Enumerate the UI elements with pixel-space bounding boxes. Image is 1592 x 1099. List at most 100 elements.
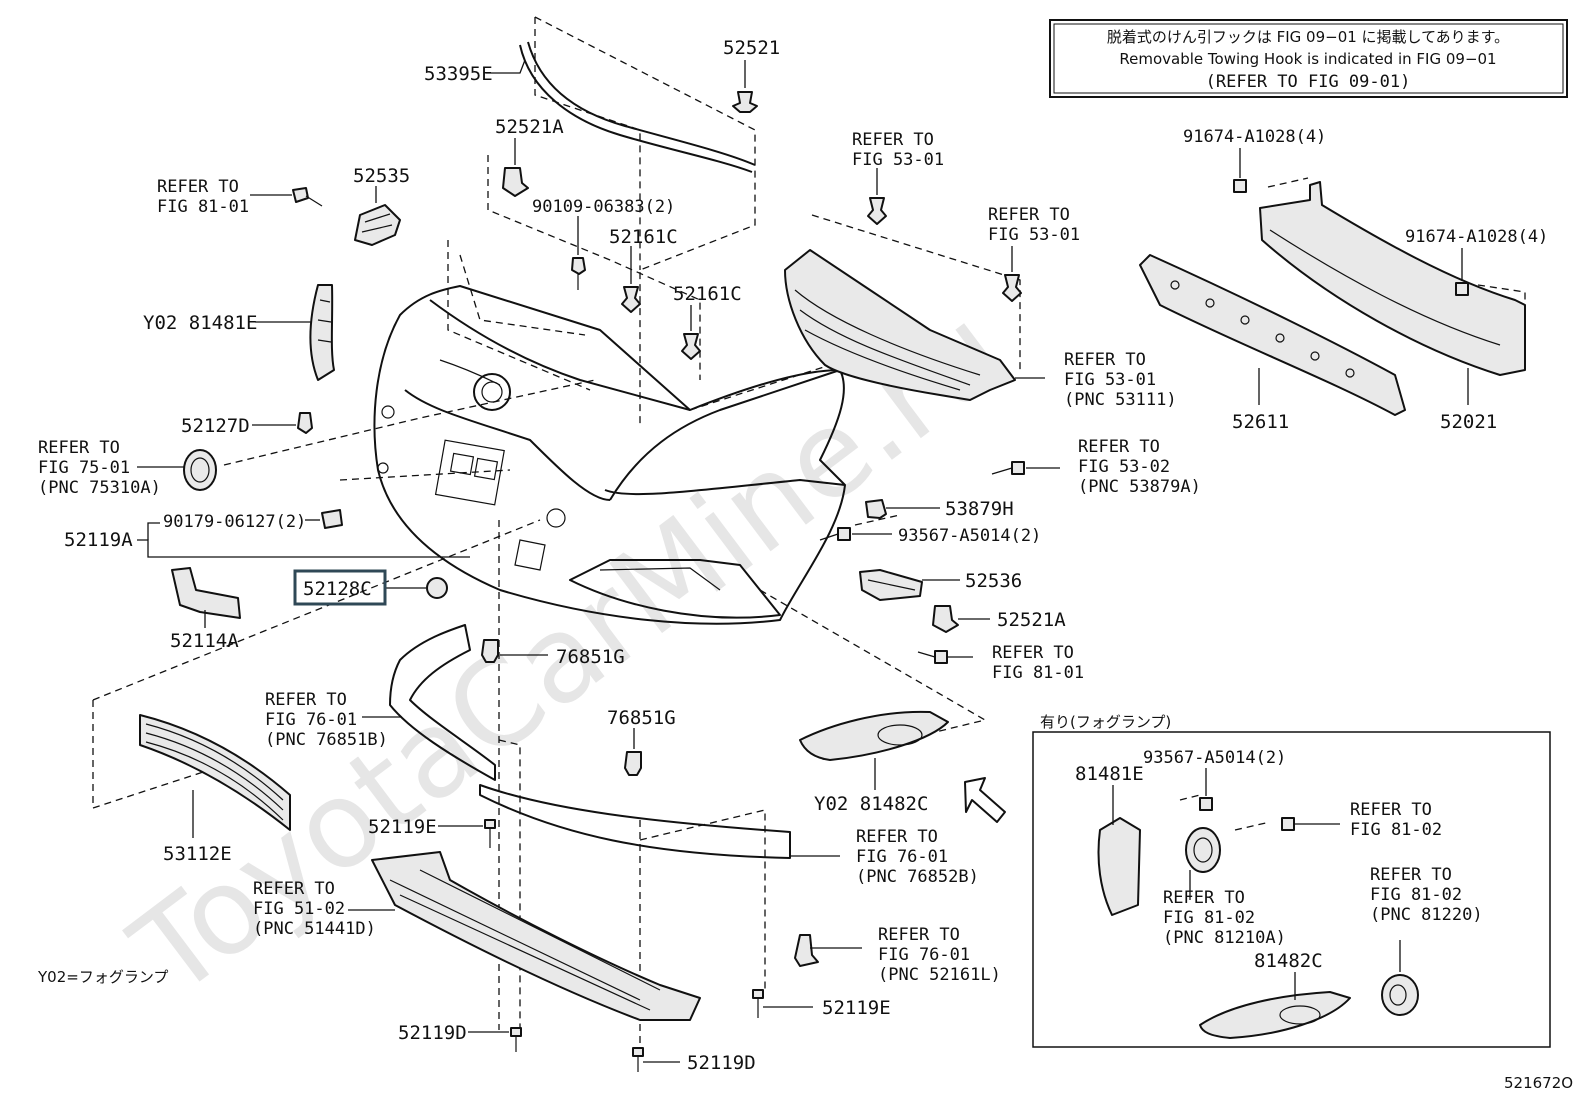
clip-53-01-b [1002,246,1022,302]
inset-part-81481E [1097,817,1141,916]
absorber-52611 [1139,254,1406,416]
notice-line-1: 脱着式のけん引フックは FIG 09−01 に掲載してあります。 [1107,28,1509,46]
front-bumper-cover [373,285,846,625]
label-52114A: 52114A [170,630,239,652]
trim-76852B [479,784,840,859]
bolt-91674-b [1455,248,1469,296]
labels: 53395E 52521 52521A 52535 90109-06383(2)… [64,37,1548,1074]
part-52535 [354,186,401,246]
clip-52521A-top [502,138,529,197]
label-52119E-a: 52119E [368,816,437,838]
ref-line: FIG 81-02 [1350,820,1442,840]
refer-to-fig-76-01-b: REFER TO FIG 76-01 (PNC 76852B) [856,827,979,887]
bolt-52119E-a [438,819,496,848]
ref-line: REFER TO [1078,437,1160,457]
ref-line: FIG 53-01 [988,225,1080,245]
ref-line: REFER TO [38,438,120,458]
part-52119A [137,522,470,558]
refer-to-fig-76-01-a: REFER TO FIG 76-01 (PNC 76851B) [265,690,388,750]
label-52161C-a: 52161C [609,226,678,248]
highlight-box-52128C [293,569,387,606]
label-52535: 52535 [353,165,410,187]
part-53112E [139,714,291,838]
bolt-refer-81-01 [250,187,323,207]
ref-line: REFER TO [878,925,960,945]
label-52119D-a: 52119D [398,1022,467,1044]
bolt-90109 [571,216,586,290]
ref-line: REFER TO [852,130,934,150]
label-93567-inset: 93567-A5014(2) [1143,748,1286,768]
clip-52161C-b [681,305,701,360]
label-52161C-b: 52161C [673,283,742,305]
ref-line: REFER TO [157,177,239,197]
clip-52161C-a [621,246,641,313]
ref-line: FIG 53-01 [852,150,944,170]
label-52119E-b: 52119E [822,997,891,1019]
ref-line: FIG 76-01 [856,847,948,867]
ref-line: (PNC 51441D) [253,919,376,939]
clip-76851G-a [481,639,548,663]
ref-line: FIG 81-01 [157,197,249,217]
ref-line: REFER TO [1163,888,1245,908]
bolt-52119E-b [752,989,813,1018]
label-53879H: 53879H [945,498,1014,520]
label-52521A-top: 52521A [495,116,564,138]
label-90109: 90109-06383(2) [532,197,675,217]
bolt-93567-main [819,527,892,541]
label-52021: 52021 [1440,411,1497,433]
clip-52521A-right [932,605,990,633]
clip-52161L [794,934,862,967]
refer-to-fig-81-01-top: REFER TO FIG 81-01 [157,177,249,217]
ref-line: (PNC 76851B) [265,730,388,750]
inset-bezel-81482C [1199,972,1351,1039]
ref-line: (PNC 75310A) [38,478,161,498]
part-81482C [799,710,949,790]
ref-line: FIG 76-01 [878,945,970,965]
ref-line: REFER TO [1370,865,1452,885]
bolt-53879A [991,461,1060,475]
label-76851G-b: 76851G [607,707,676,729]
label-93567-main: 93567-A5014(2) [898,526,1041,546]
label-52119A: 52119A [64,529,133,551]
trim-76851B [362,624,496,781]
ref-line: REFER TO [1064,350,1146,370]
label-52127D: 52127D [181,415,250,437]
label-81482C-inset: 81482C [1254,950,1323,972]
inset-bolt-81-02 [1281,817,1295,831]
label-52521-top: 52521 [723,37,780,59]
label-52128C: 52128C [303,578,372,600]
refer-to-fig-53-02: REFER TO FIG 53-02 (PNC 53879A) [1078,437,1201,497]
refer-to-fig-81-02-a: REFER TO FIG 81-02 [1350,800,1442,840]
label-76851G-a: 76851G [556,646,625,668]
bolt-91674-a [1233,148,1247,193]
label-52611: 52611 [1232,411,1289,433]
label-81481E-inset: 81481E [1075,763,1144,785]
notice-box: 脱着式のけん引フックは FIG 09−01 に掲載してあります。 Removab… [1049,19,1568,98]
ref-line: FIG 53-01 [1064,370,1156,390]
refer-to-fig-53-01-a: REFER TO FIG 53-01 [852,130,944,170]
ref-line: (PNC 53111) [1064,390,1177,410]
label-52119D-b: 52119D [687,1052,756,1074]
bracket-53879H [865,499,940,519]
ref-line: FIG 53-02 [1078,457,1170,477]
ref-line: REFER TO [856,827,938,847]
label-52521A-right: 52521A [997,609,1066,631]
ref-line: (PNC 81220) [1370,905,1483,925]
ref-line: (PNC 53879A) [1078,477,1201,497]
label-91674-b: 91674-A1028(4) [1405,227,1548,247]
undercover-51441D [348,851,701,1021]
ref-line: FIG 81-02 [1163,908,1255,928]
label-91674-a: 91674-A1028(4) [1183,127,1326,147]
reinforcement-52021 [1259,181,1526,405]
ref-line: FIG 51-02 [253,899,345,919]
part-52114A [171,567,241,628]
ref-line: REFER TO [1350,800,1432,820]
inset-bulb-81220 [1381,940,1419,1016]
label-90179: 90179-06127(2) [163,512,306,532]
refer-to-fig-76-01-c: REFER TO FIG 76-01 (PNC 52161L) [878,925,1001,985]
notice-line-2: Removable Towing Hook is indicated in FI… [1119,50,1496,68]
clip-76851G-b [624,728,642,776]
part-52128C [293,569,448,606]
refer-to-fig-51-02: REFER TO FIG 51-02 (PNC 51441D) [253,879,376,939]
